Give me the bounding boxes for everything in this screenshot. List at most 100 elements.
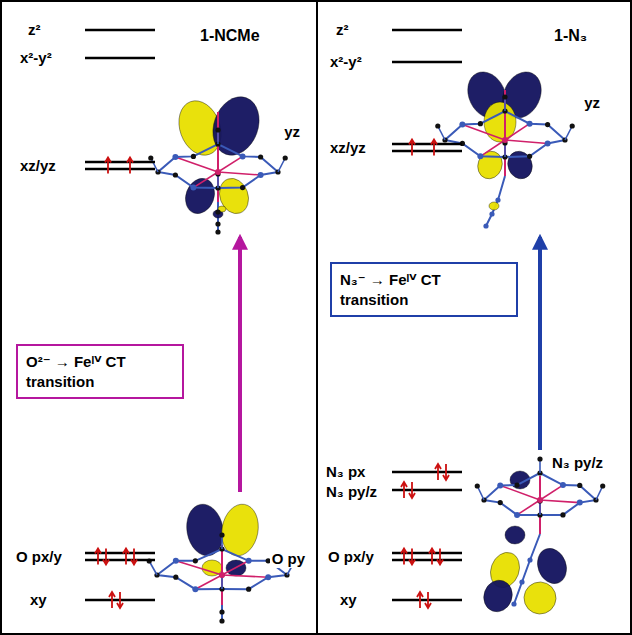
energy-level	[392, 143, 462, 146]
atom	[545, 140, 551, 146]
orbital-level-label: N₃ py/z	[326, 483, 377, 501]
orbital-lobe	[505, 526, 525, 544]
orbital-label: O py	[270, 550, 307, 568]
transition-box: N₃⁻ → Feᴵⱽ CT transition	[330, 262, 518, 317]
orbital-lobe	[504, 148, 536, 183]
n-fe-bond	[218, 172, 261, 175]
n-fe-bond	[540, 500, 580, 503]
fe-axis	[539, 476, 541, 534]
atom	[560, 512, 565, 517]
atom	[240, 185, 245, 190]
orbital-yz	[148, 90, 288, 234]
energy-level	[392, 471, 462, 474]
ct-transition-arrow	[538, 237, 542, 450]
atom	[577, 483, 582, 488]
electron-arrow	[131, 549, 137, 565]
panel: 1-N₃ N₃⁻ → Feᴵⱽ CT transition yz N₃ py/z	[316, 0, 632, 635]
panel-heading: 1-N₃	[554, 26, 587, 45]
n-fe-bond	[500, 485, 540, 500]
atom	[475, 483, 480, 488]
fe-atom	[219, 572, 225, 578]
energy-level	[85, 161, 155, 164]
macrocycle-bonds	[158, 144, 278, 188]
atom	[497, 482, 503, 488]
atom	[545, 122, 550, 127]
energy-level	[392, 559, 462, 562]
orbital-azide-p	[475, 456, 606, 618]
orbital-picture: O py	[152, 492, 307, 627]
electron-arrow	[437, 549, 443, 565]
electron-arrow	[95, 549, 101, 565]
electron-arrow	[409, 482, 415, 498]
orbital-label: yz	[582, 94, 602, 112]
energy-level	[392, 599, 462, 602]
atom	[215, 127, 220, 132]
orbital-yz	[435, 66, 575, 229]
atom	[172, 154, 178, 160]
atom	[219, 618, 224, 623]
atom	[190, 185, 196, 191]
atom	[258, 154, 263, 159]
fe-atom	[215, 169, 221, 175]
orbital-level-label: xy	[30, 591, 47, 609]
orbital-level-label: xy	[340, 591, 357, 609]
orbital-lobe	[489, 202, 499, 210]
electron-arrow	[401, 482, 407, 498]
atom	[527, 154, 532, 159]
orbital-lobe	[183, 501, 227, 558]
orbital-lobe	[215, 174, 254, 217]
energy-level	[85, 559, 155, 562]
atom	[265, 574, 271, 580]
fe-atom	[537, 497, 543, 503]
atom	[498, 500, 503, 505]
atom	[483, 223, 488, 228]
transition-label: N₃⁻ → Feᴵⱽ CT transition	[340, 270, 508, 309]
atom	[192, 586, 198, 592]
n-fe-bond	[218, 156, 243, 172]
electron-arrow	[443, 464, 449, 480]
panel-heading: 1-NCMe	[200, 26, 260, 45]
atom	[511, 601, 516, 606]
macrocycle-bonds	[484, 473, 596, 515]
n-fe-bond	[540, 485, 563, 500]
electron-arrow	[417, 592, 423, 608]
atom	[215, 221, 220, 226]
atom	[219, 532, 224, 537]
orbital-lobe	[479, 576, 516, 616]
orbital-level-label: xz/yz	[20, 157, 56, 175]
atom	[246, 558, 252, 564]
atom	[502, 94, 507, 99]
orbital-lobe	[519, 577, 560, 618]
atom	[173, 575, 178, 580]
macrocycle-bonds	[157, 549, 287, 589]
energy-levels	[85, 30, 462, 608]
atom	[215, 229, 220, 234]
orbital-level-label: O px/y	[328, 548, 374, 566]
orbital-level-label: x²-y²	[20, 49, 52, 67]
transition-label: O²⁻ → Feᴵⱽ CT transition	[26, 352, 174, 391]
orbital-label: N₃ py/z	[550, 454, 605, 472]
atom	[495, 197, 500, 202]
atom	[600, 483, 605, 488]
energy-level	[85, 29, 155, 32]
atom	[435, 123, 440, 128]
atom	[577, 500, 583, 506]
n-fe-bond	[222, 561, 249, 575]
transition-box: O²⁻ → Feᴵⱽ CT transition	[16, 344, 184, 399]
atom	[240, 153, 246, 159]
orbital-lobe	[205, 90, 267, 161]
orbital-level-label: xz/yz	[330, 139, 366, 157]
orbital-picture: N₃ py/z	[472, 450, 614, 618]
atom	[246, 587, 251, 592]
fe-axis	[504, 90, 506, 176]
atom	[519, 579, 524, 584]
atom	[560, 482, 566, 488]
orbital-level-label: x²-y²	[330, 53, 362, 71]
n-fe-bond	[505, 140, 548, 143]
atom	[148, 155, 153, 160]
orbital-level-label: z²	[28, 21, 41, 39]
orbital-level-label: O px/y	[16, 548, 62, 566]
atom	[219, 572, 224, 577]
n-fe-bond	[222, 575, 268, 577]
